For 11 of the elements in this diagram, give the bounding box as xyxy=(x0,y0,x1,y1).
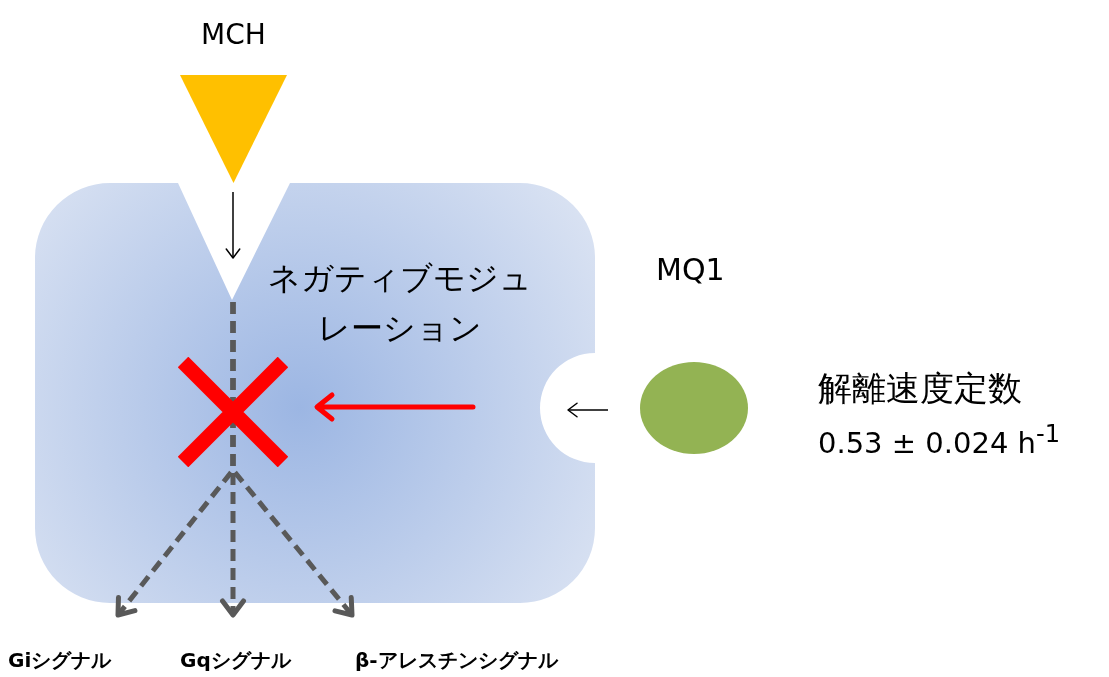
signal-label: Giシグナル xyxy=(8,647,112,674)
binding-arrow xyxy=(225,191,241,259)
ligand-label: MCH xyxy=(200,18,267,51)
signal-label: β-アレスチンシグナル xyxy=(355,647,558,674)
constant-value: 0.53 ± 0.024 h$^{-1}$ xyxy=(818,420,1061,460)
signal-arrow xyxy=(230,302,355,618)
signal-label: Gqシグナル xyxy=(180,647,291,674)
molecule-label: MQ1 xyxy=(656,252,725,287)
binding-arrow xyxy=(567,402,609,418)
modulation-label: ネガティブモジュレーション xyxy=(267,258,533,349)
constant-title: 解離速度定数 xyxy=(818,367,1022,410)
